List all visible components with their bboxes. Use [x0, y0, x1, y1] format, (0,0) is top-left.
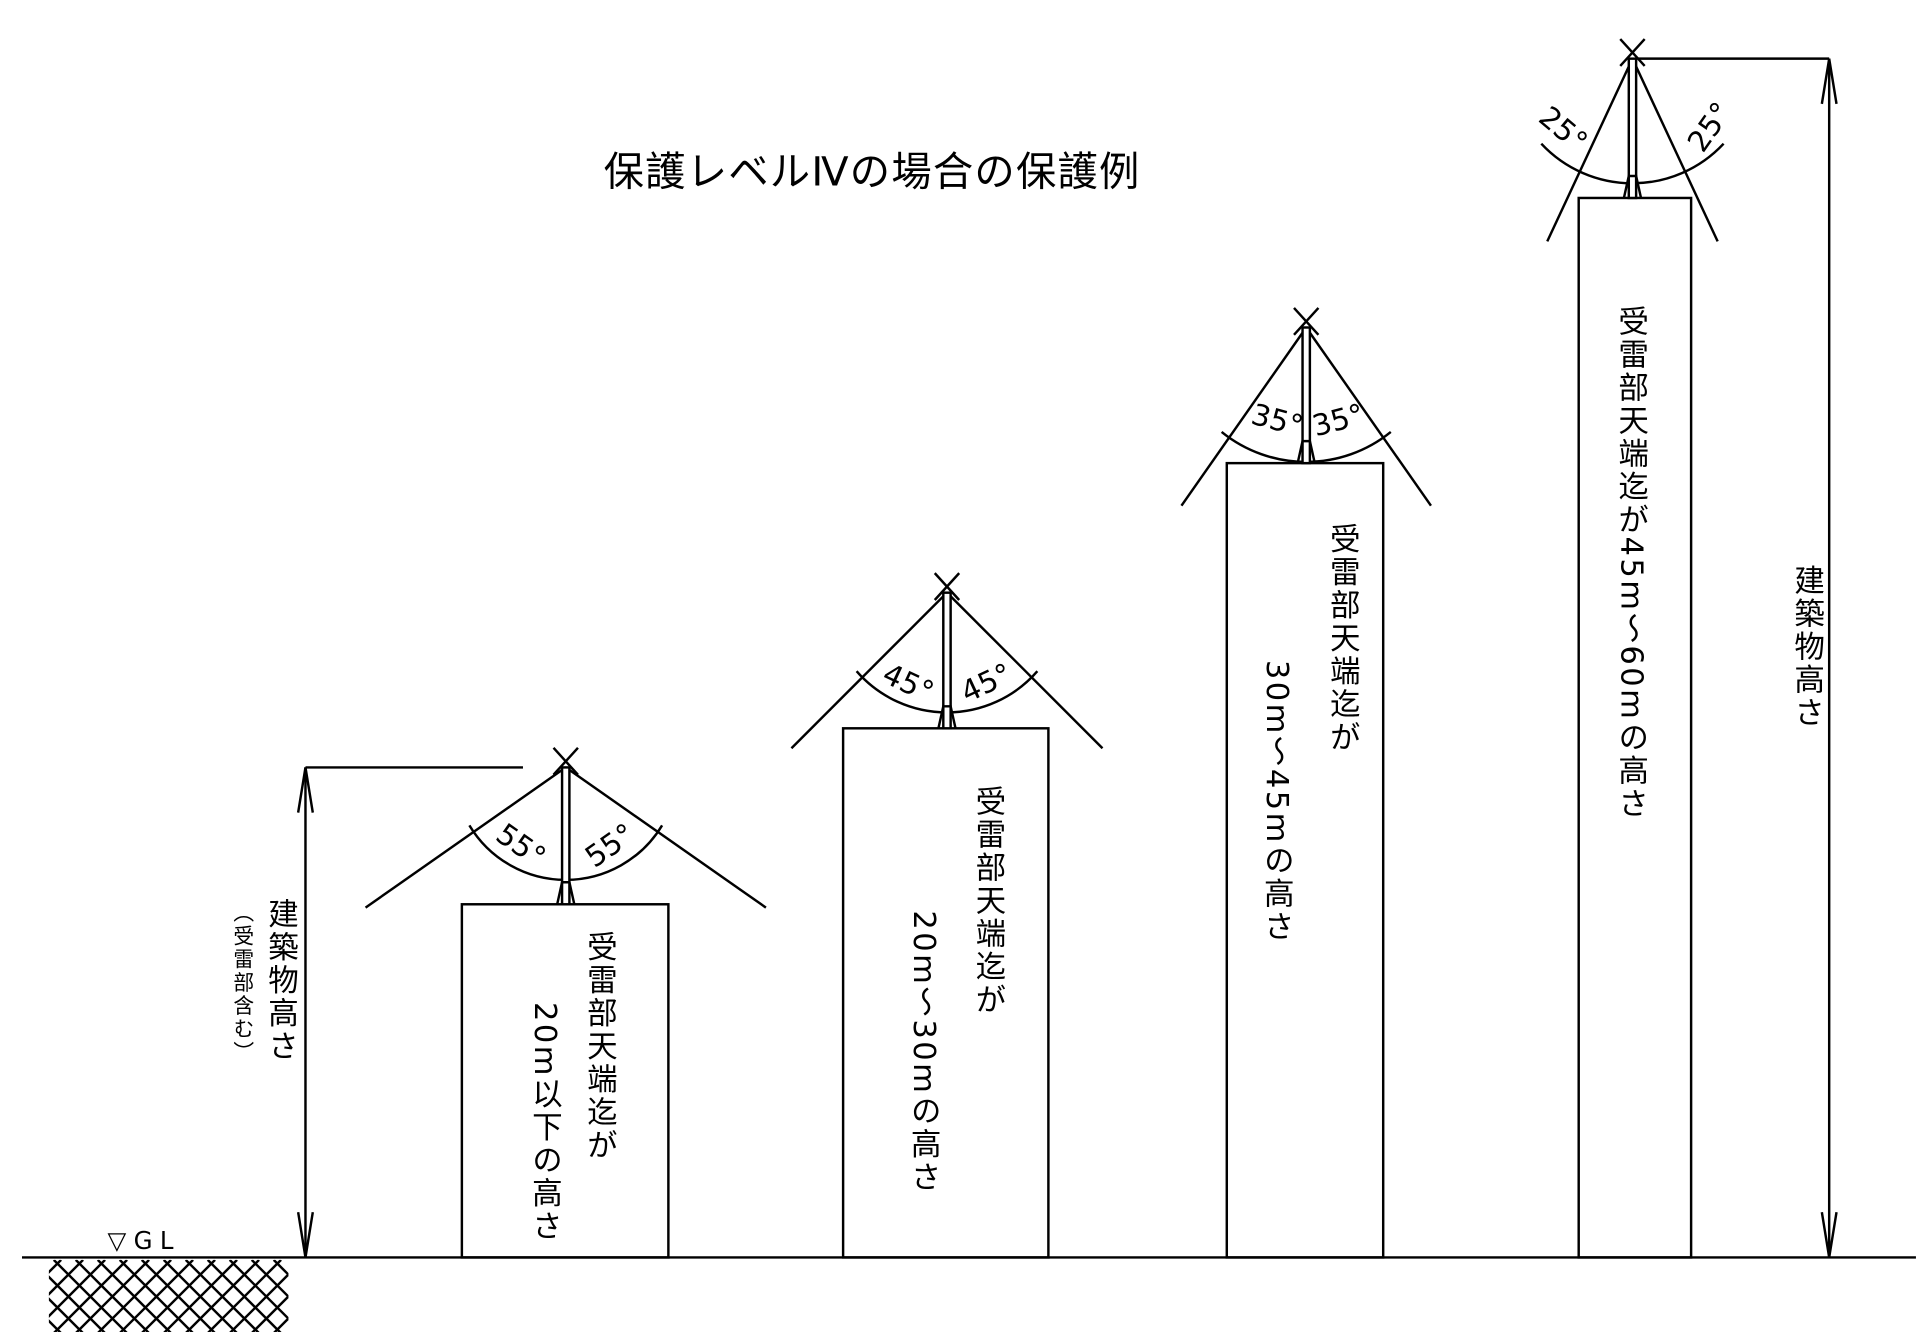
protection-line — [565, 766, 767, 909]
building-2-label-line1: 受雷部天端迄が — [971, 785, 1007, 1017]
building-2 — [841, 727, 1050, 1259]
building-3-label-line1: 受雷部天端迄が — [1325, 523, 1362, 754]
lightning-rod — [1301, 326, 1312, 465]
angle-arc — [946, 670, 1039, 714]
protection-line — [1305, 326, 1432, 507]
protection-line — [364, 766, 567, 909]
lightning-rod — [1627, 57, 1638, 200]
building-1 — [460, 903, 670, 1259]
left-dimension-note: （受雷部含む） — [228, 901, 253, 1065]
lightning-rod — [560, 766, 571, 906]
lightning-protection-cone-4 — [1540, 38, 1725, 242]
rod-base — [1622, 174, 1643, 199]
left-dimension-label: 建築物高さ — [263, 898, 300, 1064]
building-1-label-line1: 受雷部天端迄が — [582, 931, 619, 1163]
angle-arc — [1540, 142, 1633, 185]
building-4-label: 受雷部天端迄が45m～60mの高さ — [1614, 305, 1650, 821]
lightning-protection-cone-2 — [790, 572, 1104, 750]
right-dimension-label: 建築物高さ — [1790, 564, 1826, 730]
protection-line — [1631, 58, 1719, 242]
lightning-protection-cone-1 — [364, 747, 767, 909]
building-2-label-line2: 20m～30mの高さ — [906, 910, 943, 1195]
angle-arc — [1632, 142, 1725, 185]
left-dimension-line — [296, 766, 523, 1258]
angle-arc — [468, 824, 566, 882]
lightning-protection-cone-3 — [1180, 307, 1432, 507]
lightning-rod — [942, 591, 952, 730]
rod-base — [555, 881, 576, 905]
right-dimension-line — [1637, 57, 1838, 1258]
ground-hatch — [48, 1259, 289, 1332]
protection-line — [790, 591, 948, 750]
angle-arc — [565, 824, 664, 882]
page-title: 保護レベルⅣの場合の保護例 — [603, 147, 1141, 196]
protection-line — [1546, 58, 1634, 242]
protection-line — [946, 591, 1104, 750]
ground-level-label: ▽GL — [107, 1225, 181, 1255]
rod-tip-mark — [1293, 307, 1320, 336]
rod-base — [937, 705, 957, 729]
angle-arc — [855, 670, 947, 714]
rod-tip-mark — [933, 572, 961, 601]
rod-tip-mark — [1619, 38, 1646, 67]
building-1-label-line2: 20m以下の高さ — [527, 1002, 564, 1243]
rod-tip-mark — [552, 747, 579, 776]
protection-line — [1180, 326, 1308, 507]
building-3-label-line2: 30m～45mの高さ — [1259, 659, 1296, 944]
rod-base — [1296, 439, 1316, 464]
